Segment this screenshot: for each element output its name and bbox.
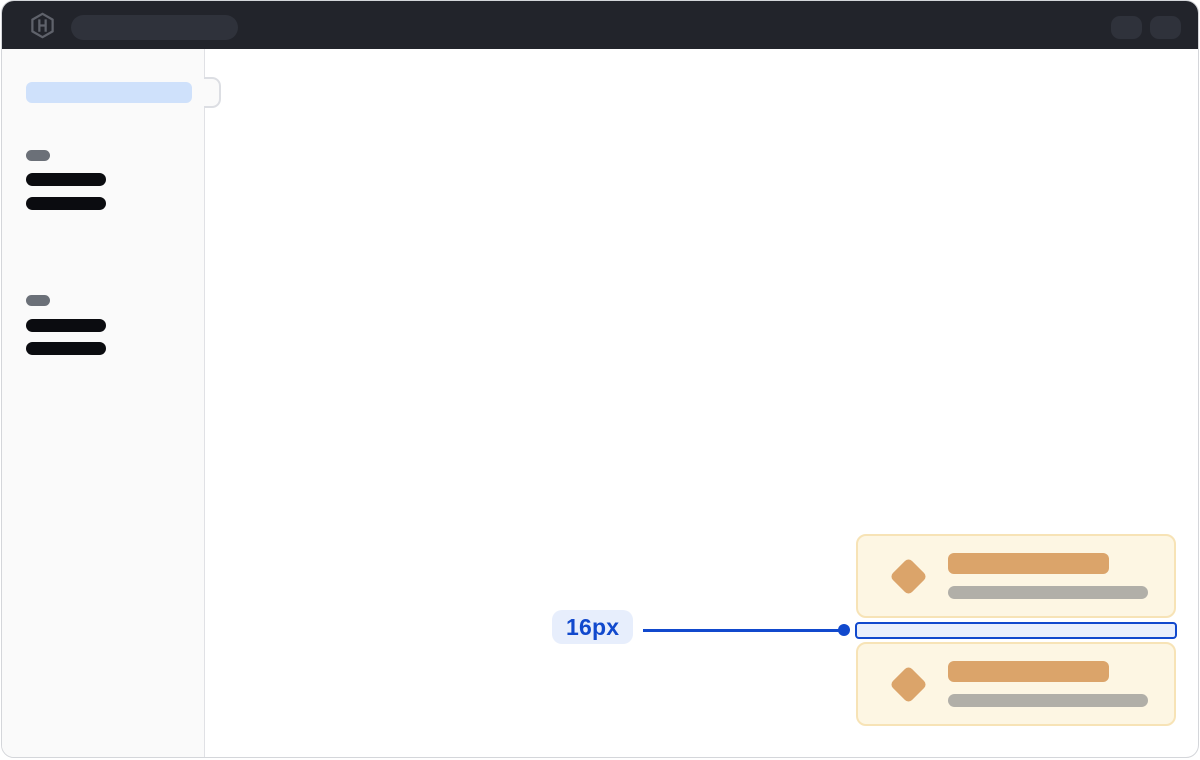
skeleton-card bbox=[856, 642, 1176, 726]
card-subtitle-skeleton bbox=[948, 694, 1148, 707]
sidebar-section-label-skeleton bbox=[26, 150, 50, 161]
card-title-skeleton bbox=[948, 553, 1109, 574]
card-subtitle-skeleton bbox=[948, 586, 1148, 599]
topbar-button-skeleton[interactable] bbox=[1150, 16, 1181, 39]
hashicorp-logo-icon bbox=[31, 12, 54, 39]
sidebar-item-skeleton bbox=[26, 342, 106, 355]
measurement-connector-dot bbox=[838, 624, 850, 636]
spacing-highlight-rect bbox=[855, 622, 1177, 639]
sidebar-selected-item-skeleton bbox=[26, 82, 192, 103]
sidebar-item-skeleton bbox=[26, 319, 106, 332]
spacing-measurement-label: 16px bbox=[552, 610, 634, 644]
sidebar bbox=[2, 49, 205, 757]
sidebar-item-skeleton bbox=[26, 173, 106, 186]
diamond-icon bbox=[888, 556, 928, 596]
topbar-button-skeleton[interactable] bbox=[1111, 16, 1142, 39]
sidebar-section-label-skeleton bbox=[26, 295, 50, 306]
topbar bbox=[2, 1, 1198, 49]
sidebar-item-skeleton bbox=[26, 197, 106, 210]
measurement-connector-line bbox=[643, 629, 839, 632]
diamond-icon bbox=[888, 664, 928, 704]
search-input-skeleton[interactable] bbox=[71, 15, 238, 40]
sidebar-collapse-handle[interactable] bbox=[204, 77, 221, 108]
skeleton-card bbox=[856, 534, 1176, 618]
card-title-skeleton bbox=[948, 661, 1109, 682]
